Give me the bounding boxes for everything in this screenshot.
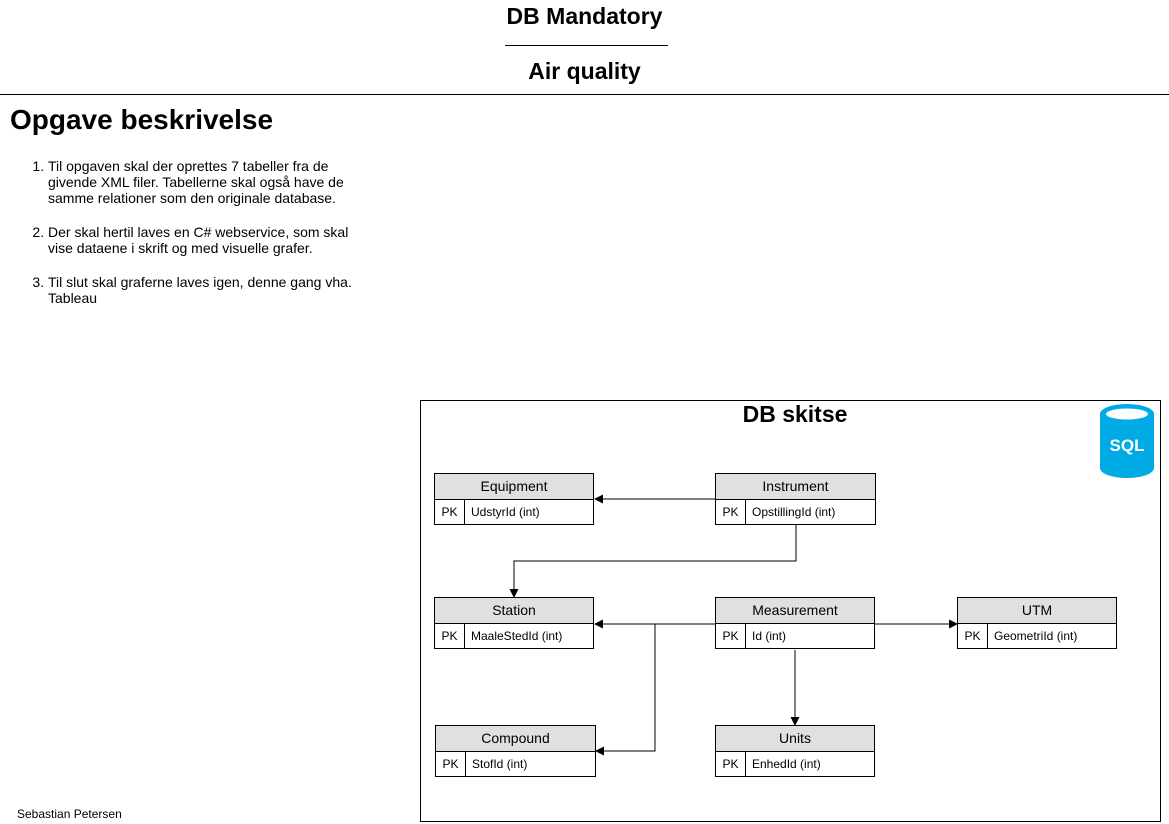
sql-icon-label: SQL <box>1110 436 1145 455</box>
pk-label: PK <box>716 752 746 777</box>
connector-measurement-compound <box>595 623 715 756</box>
entity-name: Measurement <box>716 598 874 624</box>
entity-pk-row: PK EnhedId (int) <box>716 752 874 777</box>
entity-pk-row: PK Id (int) <box>716 624 874 649</box>
entity-utm: UTM PK GeometriId (int) <box>957 597 1117 649</box>
entity-instrument: Instrument PK OpstillingId (int) <box>715 473 876 525</box>
entity-pk-row: PK OpstillingId (int) <box>716 500 875 525</box>
pk-field: StofId (int) <box>472 757 528 771</box>
pk-label: PK <box>435 624 465 649</box>
entity-units: Units PK EnhedId (int) <box>715 725 875 777</box>
pk-field: OpstillingId (int) <box>752 505 836 519</box>
entity-pk-row: PK UdstyrId (int) <box>435 500 593 525</box>
entity-station: Station PK MaaleStedId (int) <box>434 597 594 649</box>
pk-label: PK <box>436 752 466 777</box>
entity-name: Units <box>716 726 874 752</box>
db-sketch-title: DB skitse <box>742 401 848 427</box>
pk-label: PK <box>716 500 746 525</box>
entity-equipment: Equipment PK UdstyrId (int) <box>434 473 594 525</box>
pk-label: PK <box>435 500 465 525</box>
entity-name: Station <box>435 598 593 624</box>
entity-compound: Compound PK StofId (int) <box>435 725 596 777</box>
description-heading: Opgave beskrivelse <box>10 104 274 135</box>
entity-name: Instrument <box>716 474 875 500</box>
task-item-1: Til opgaven skal der oprettes 7 tabeller… <box>48 158 355 206</box>
entity-pk-row: PK StofId (int) <box>436 752 595 777</box>
pk-label: PK <box>958 624 988 649</box>
db-sketch-frame <box>420 400 1161 822</box>
entity-pk-row: PK GeometriId (int) <box>958 624 1116 649</box>
entity-pk-row: PK MaaleStedId (int) <box>435 624 593 649</box>
connector-instrument-station <box>509 525 797 598</box>
sql-database-icon: SQL <box>1100 404 1154 478</box>
pk-field: MaaleStedId (int) <box>471 629 563 643</box>
author-name: Sebastian Petersen <box>17 807 122 821</box>
entity-measurement: Measurement PK Id (int) <box>715 597 875 649</box>
entity-name: UTM <box>958 598 1116 624</box>
entity-name: Equipment <box>435 474 593 500</box>
page-title: DB Mandatory <box>506 3 663 29</box>
pk-field: EnhedId (int) <box>752 757 821 771</box>
entity-name: Compound <box>436 726 595 752</box>
pk-field: GeometriId (int) <box>994 629 1078 643</box>
task-item-2: Der skal hertil laves en C# webservice, … <box>48 224 355 256</box>
page-subtitle: Air quality <box>528 58 641 84</box>
pk-field: Id (int) <box>752 629 787 643</box>
pk-label: PK <box>716 624 746 649</box>
task-list: Til opgaven skal der oprettes 7 tabeller… <box>10 158 355 324</box>
task-item-3: Til slut skal graferne laves igen, denne… <box>48 274 355 306</box>
title-divider <box>505 45 668 46</box>
pk-field: UdstyrId (int) <box>471 505 540 519</box>
header-divider <box>0 94 1169 95</box>
